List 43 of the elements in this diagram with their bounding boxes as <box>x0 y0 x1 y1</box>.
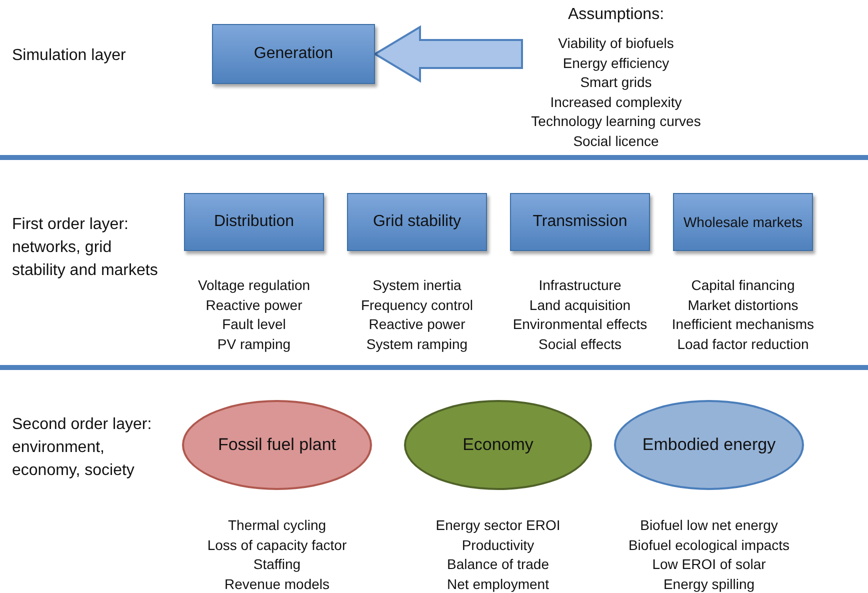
list-item: Biofuel ecological impacts <box>627 536 791 555</box>
layer-label: First order layer: networks, grid stability and markets <box>12 215 159 281</box>
list-item: Infrastructure <box>538 276 622 295</box>
list-item: Balance of trade <box>446 555 550 574</box>
list-item: Staffing <box>252 555 302 574</box>
list-item: Frequency control <box>360 296 474 315</box>
list-item: Energy efficiency <box>562 54 670 73</box>
list-item: Energy sector EROI <box>434 516 562 535</box>
topic-ellipse: Economy <box>404 400 592 490</box>
process-box: Distribution <box>184 193 324 251</box>
list-item: Net employment <box>446 574 550 593</box>
topic-ellipse: Embodied energy <box>614 400 804 490</box>
list-item: Smart grids <box>579 73 653 92</box>
list-item: Capital financing <box>690 276 796 295</box>
list-item: Load factor reduction <box>676 334 810 354</box>
list-item: Biofuel low net energy <box>639 516 779 535</box>
list-item: Market distortions <box>686 296 800 314</box>
process-box: Generation <box>212 24 375 84</box>
list-item: Energy spilling <box>662 574 756 593</box>
list-item: Revenue models <box>223 574 331 593</box>
topic-ellipse: Fossil fuel plant <box>182 400 372 490</box>
layer-label: Simulation layer <box>12 46 127 66</box>
list-item: Technology learning curves <box>530 112 702 131</box>
list-item: System inertia <box>372 276 462 295</box>
list-item: Voltage regulation <box>196 276 312 295</box>
list-item: Reactive power <box>204 296 304 315</box>
list-item: Productivity <box>460 536 536 555</box>
list-item: Low EROI of solar <box>651 555 767 574</box>
list-item: Increased complexity <box>549 92 683 112</box>
list-item: Land acquisition <box>528 296 632 315</box>
list-item: PV ramping <box>216 334 292 354</box>
block-arrow <box>373 25 523 83</box>
list-item: Fault level <box>221 315 287 334</box>
list-item: Loss of capacity factor <box>206 536 348 555</box>
process-box: Wholesale markets <box>673 193 813 251</box>
process-box: Transmission <box>510 193 650 251</box>
list-item: System ramping <box>365 334 469 354</box>
layer-label: Second order layer: environment, economy, society <box>12 415 153 481</box>
heading: Assumptions: <box>566 5 666 25</box>
list-item: Social licence <box>572 132 660 150</box>
process-box: Grid stability <box>347 193 487 251</box>
list-item: Viability of biofuels <box>557 34 675 53</box>
list-item: Thermal cycling <box>226 516 328 535</box>
